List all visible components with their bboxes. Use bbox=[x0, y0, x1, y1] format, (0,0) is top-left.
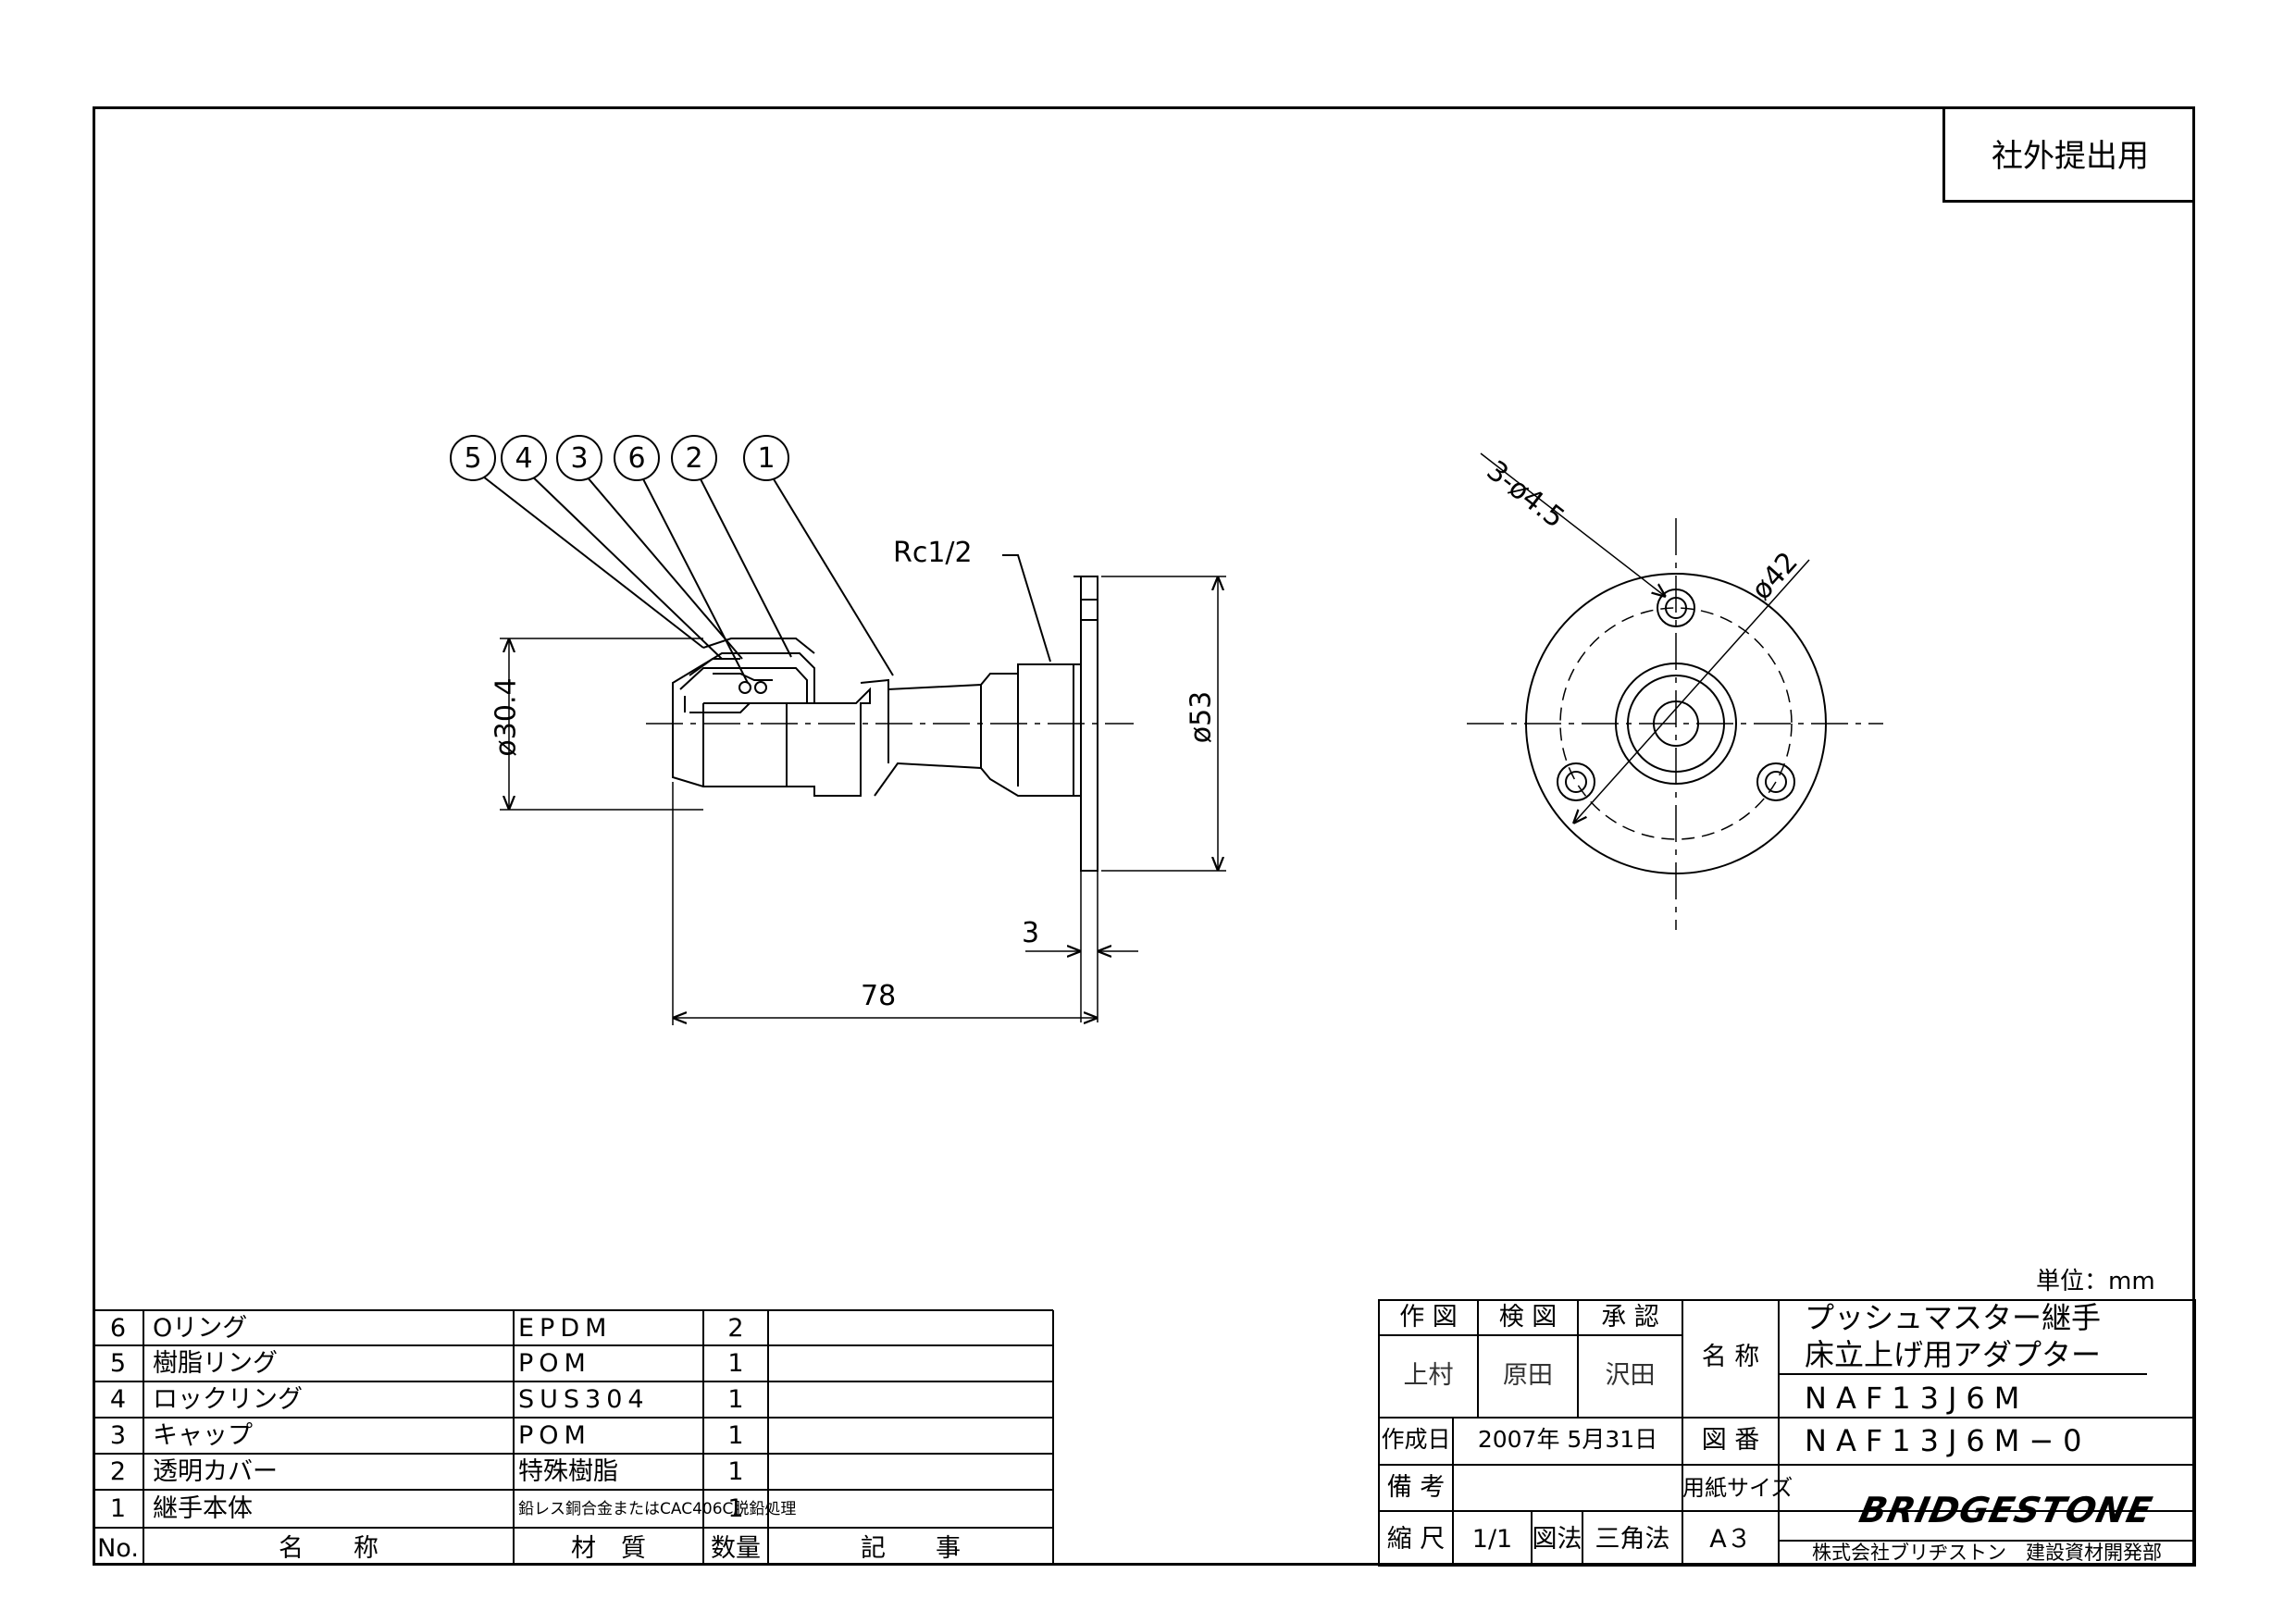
paper-size: A３ bbox=[1709, 1525, 1752, 1554]
header-qty: 数量 bbox=[711, 1534, 761, 1563]
parts-cell-qty: 1 bbox=[727, 1457, 744, 1486]
model-number: NAF13J6M bbox=[1805, 1381, 2029, 1416]
parts-cell-no: 2 bbox=[109, 1457, 127, 1486]
front-view bbox=[1467, 452, 1883, 930]
header-name: 名 称 bbox=[279, 1534, 379, 1563]
parts-cell-name: キャップ bbox=[153, 1421, 253, 1450]
scale-label: 縮 尺 bbox=[1386, 1525, 1446, 1554]
product-line2: 床立上げ用アダプター bbox=[1805, 1337, 2102, 1372]
parts-cell-no: 5 bbox=[109, 1349, 127, 1378]
part-balloon: 2 bbox=[671, 435, 717, 481]
part-balloon: 4 bbox=[501, 435, 547, 481]
company-name: 株式会社ブリヂストン 建設資材開発部 bbox=[1812, 1542, 2162, 1564]
parts-cell-name: Oリング bbox=[153, 1314, 248, 1343]
parts-cell-name: 透明カバー bbox=[153, 1457, 278, 1486]
header-no: No. bbox=[97, 1534, 139, 1563]
bridgestone-logo: BRIDGESTONE bbox=[1855, 1490, 2157, 1530]
parts-cell-no: 3 bbox=[109, 1421, 127, 1450]
part-balloon: 3 bbox=[556, 435, 602, 481]
created-label: 作成日 bbox=[1381, 1426, 1451, 1453]
paper-size-label: 用紙サイズ bbox=[1682, 1475, 1793, 1501]
parts-cell-no: 6 bbox=[109, 1314, 127, 1343]
thread-label: Rc1/2 bbox=[893, 537, 973, 569]
parts-cell-qty: 1 bbox=[727, 1385, 744, 1414]
drawing-frame bbox=[93, 106, 2195, 1566]
parts-cell-qty: 1 bbox=[727, 1494, 744, 1523]
drawn-label: 作 図 bbox=[1399, 1303, 1458, 1332]
parts-cell-material: SUS304 bbox=[518, 1385, 650, 1414]
scale-value: 1/1 bbox=[1471, 1525, 1513, 1554]
checked-label: 検 図 bbox=[1498, 1303, 1558, 1332]
name-label: 名 称 bbox=[1701, 1343, 1760, 1371]
parts-cell-qty: 2 bbox=[727, 1314, 744, 1343]
parts-cell-name: ロックリング bbox=[153, 1385, 303, 1414]
parts-cell-no: 4 bbox=[109, 1385, 127, 1414]
parts-cell-material: POM bbox=[518, 1349, 591, 1378]
external-submission-stamp: 社外提出用 bbox=[1942, 106, 2195, 203]
product-line1: プッシュマスター継手 bbox=[1805, 1300, 2102, 1335]
part-balloon: 6 bbox=[614, 435, 660, 481]
remarks-label: 備 考 bbox=[1386, 1473, 1446, 1502]
drawing-no-label: 図 番 bbox=[1701, 1426, 1760, 1455]
parts-cell-material: EPDM bbox=[518, 1314, 613, 1343]
method-label: 図法 bbox=[1532, 1525, 1582, 1554]
projection-method: 三角法 bbox=[1595, 1525, 1670, 1554]
created-date: 2007年 5月31日 bbox=[1477, 1426, 1658, 1453]
parts-cell-no: 1 bbox=[109, 1494, 127, 1523]
dim-length: 78 bbox=[861, 980, 897, 1012]
parts-cell-name: 継手本体 bbox=[153, 1494, 253, 1523]
header-note: 記 事 bbox=[861, 1534, 961, 1563]
header-material: 材 質 bbox=[571, 1534, 646, 1563]
part-balloon: 5 bbox=[450, 435, 496, 481]
parts-cell-qty: 1 bbox=[727, 1349, 744, 1378]
part-balloon: 1 bbox=[743, 435, 789, 481]
parts-cell-name: 樹脂リング bbox=[153, 1349, 278, 1378]
drawing-number: NAF13J6M−0 bbox=[1805, 1423, 2091, 1458]
checked-by: 原田 bbox=[1503, 1361, 1553, 1390]
drawn-by: 上村 bbox=[1403, 1361, 1454, 1390]
approved-by: 沢田 bbox=[1605, 1361, 1656, 1390]
approved-label: 承 認 bbox=[1601, 1303, 1659, 1332]
parts-cell-qty: 1 bbox=[727, 1421, 744, 1450]
parts-cell-material: 特殊樹脂 bbox=[518, 1457, 618, 1486]
parts-cell-material: POM bbox=[518, 1421, 591, 1450]
dim-flange-thickness: 3 bbox=[1022, 917, 1040, 949]
unit-label: 単位：mm bbox=[2036, 1268, 2155, 1295]
side-view bbox=[474, 469, 1226, 1025]
